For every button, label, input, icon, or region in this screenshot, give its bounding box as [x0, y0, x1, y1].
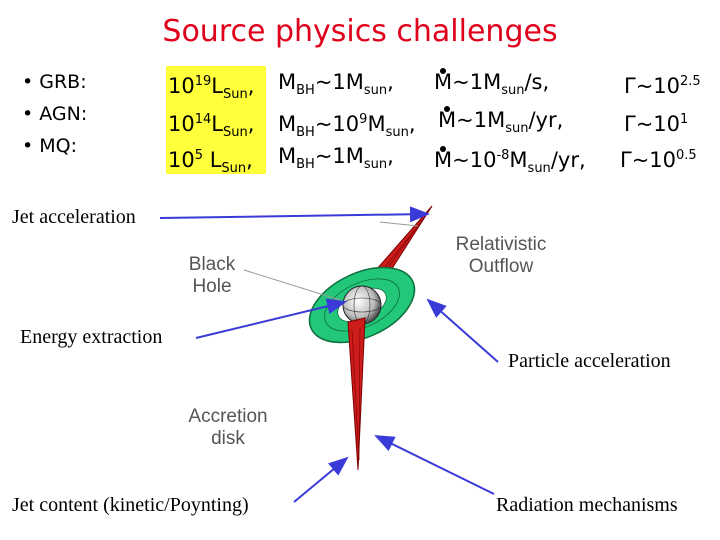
black-hole-label: Black Hole [176, 254, 248, 298]
arrow-particle-acceleration [428, 300, 498, 362]
label-energy-extraction: Energy extraction [20, 326, 162, 349]
lower-jet [348, 318, 365, 470]
outflow-label: Relativistic Outflow [436, 234, 566, 278]
arrow-jet-content [294, 458, 347, 502]
label-jet-content: Jet content (kinetic/Poynting) [12, 494, 249, 517]
label-radiation-mechanisms: Radiation mechanisms [496, 494, 678, 517]
arrow-radiation [376, 436, 494, 494]
label-jet-acceleration: Jet acceleration [12, 206, 136, 229]
label-particle-acceleration: Particle acceleration [508, 350, 671, 373]
accretion-disk-label: Accretion disk [178, 406, 278, 450]
arrow-jet-acceleration [160, 214, 428, 218]
